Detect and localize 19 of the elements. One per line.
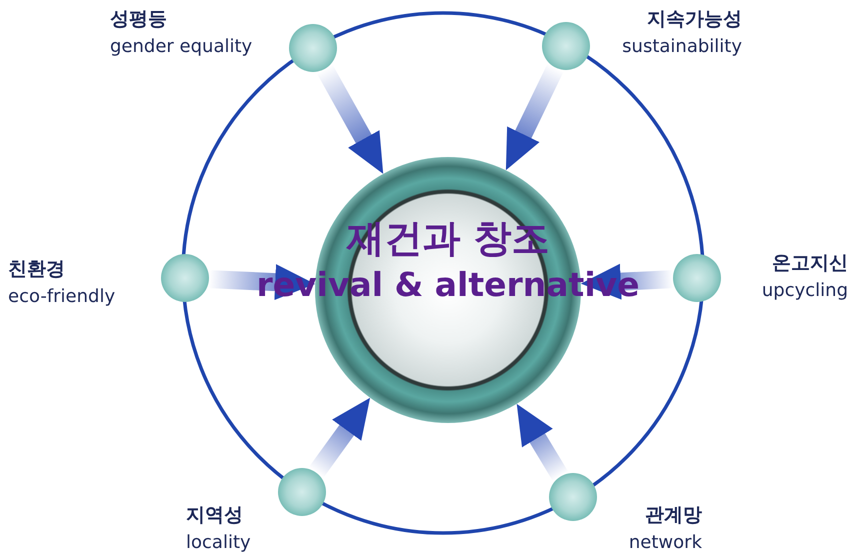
sphere-node [542,22,590,70]
korean-label: 관계망 [645,503,702,528]
korean-label: 온고지신 [772,251,848,276]
english-label: eco-friendly [8,286,116,307]
english-label: locality [186,532,251,553]
sphere-node [161,254,209,302]
english-label: gender equality [110,36,252,57]
sphere-node [673,254,721,302]
sphere-node [549,473,597,521]
sphere-node [278,468,326,516]
korean-label: 친환경 [8,257,65,282]
korean-label: 지역성 [186,503,243,528]
arrow [208,264,316,300]
korean-label: 지속가능성 [647,7,742,32]
korean-label: 성평등 [110,7,167,32]
english-label: network [628,532,702,553]
english-label: upcycling [762,280,848,301]
english-label: sustainability [622,36,742,57]
sphere-node [289,24,337,72]
